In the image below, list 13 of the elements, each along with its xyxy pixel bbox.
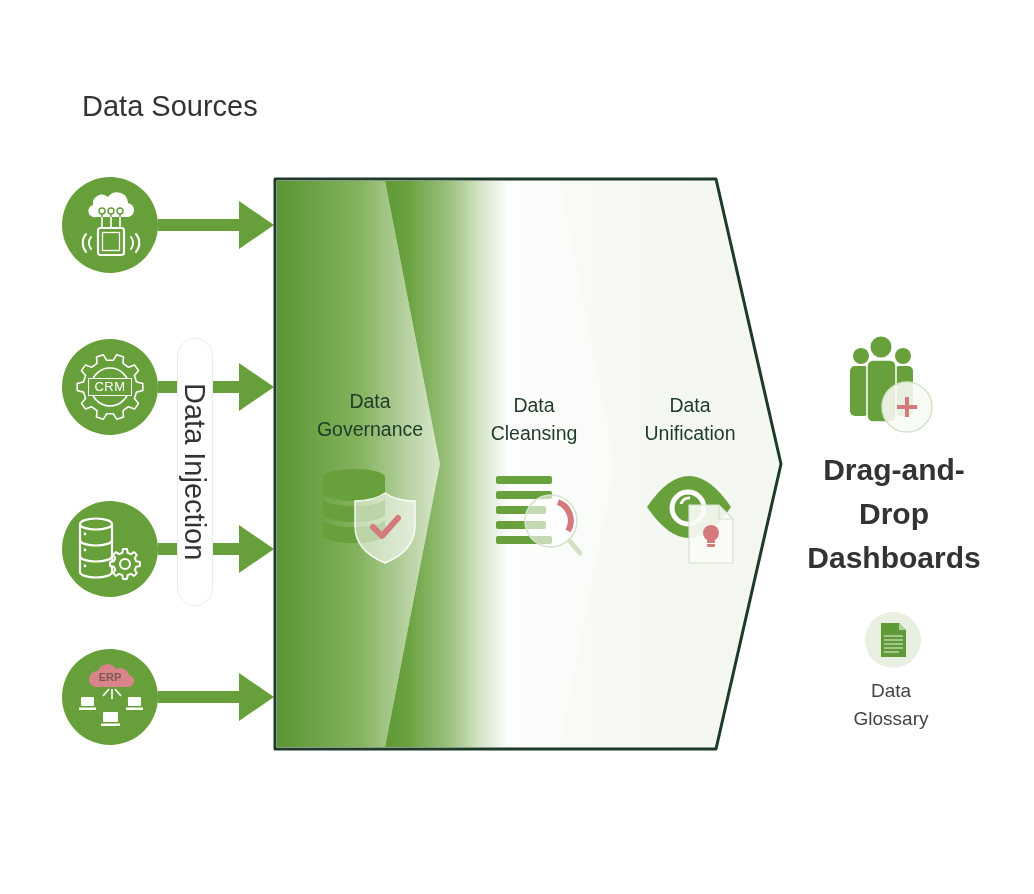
label-pill — [177, 338, 213, 606]
icon-label: ERP — [97, 670, 123, 684]
output-title: Drag-and-Drop Dashboards — [806, 452, 982, 576]
arrow — [158, 363, 274, 411]
arrow — [158, 201, 274, 249]
vertical-label: Data Injection — [178, 383, 212, 561]
section-heading: Data Sources — [82, 89, 259, 124]
icon-label: CRM — [88, 378, 132, 396]
glossary-label: Data Glossary — [852, 679, 930, 731]
arrow — [158, 673, 274, 721]
stage-label: Data Cleansing — [473, 391, 595, 447]
stage-label: Data Unification — [629, 391, 751, 447]
arrow — [158, 525, 274, 573]
